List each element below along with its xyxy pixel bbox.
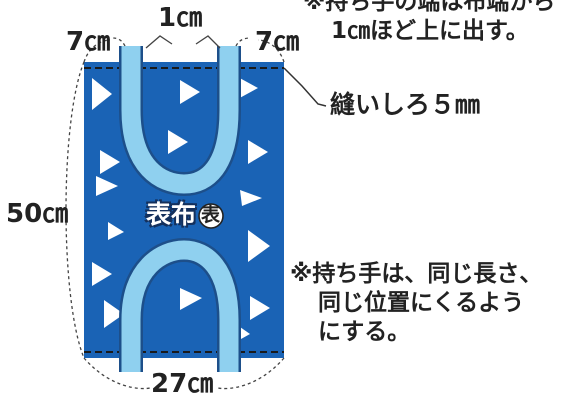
seam-leader [283,67,327,107]
width-label: 27㎝ [151,369,214,399]
pattern-triangle [180,80,200,104]
fabric-label: 表布 [146,200,197,229]
pattern-triangle [250,296,270,320]
note-handle-same-line-2: 同じ位置にくるよう [318,289,525,316]
handle-top [119,46,241,197]
seam-label: 縫いしろ５㎜ [330,90,481,119]
note-handle-same: ※持ち手は、同じ長さ、 同じ位置にくるよう にする。 [290,260,542,346]
pattern-triangle [236,76,258,100]
handle-bottom [119,237,241,372]
pattern-triangle [104,300,124,328]
pattern-triangle [92,78,112,110]
fabric-side-circle [198,203,224,229]
margin-left-label: 7㎝ [66,27,111,57]
pattern-triangle [92,262,112,286]
gap-label: 1㎝ [158,3,203,33]
gap-guide [145,35,221,49]
pattern-triangle [248,140,268,164]
pattern-triangle [100,150,120,174]
height-guide [65,61,85,359]
fabric-side-label: 表 [201,204,221,226]
dimension-guides [65,37,285,390]
note-handle-end-line-1: ※持ち手の端は布端から [303,0,556,15]
pattern-triangle [96,176,118,196]
margin-right-label: 7㎝ [255,27,300,57]
pattern-triangle [240,190,262,206]
note-handle-end-line-2: 1㎝ほど上に出す。 [331,17,529,44]
note-handle-end: ※持ち手の端は布端から 1㎝ほど上に出す。 [303,0,555,46]
note-handle-same-line-3: にする。 [318,318,411,345]
pattern-triangle [108,222,124,240]
height-label: 50㎝ [6,199,69,229]
note-handle-same-line-1: ※持ち手は、同じ長さ、 [290,261,543,287]
pattern-triangle [248,230,270,262]
pattern-triangle [180,288,202,310]
pattern-triangle [168,130,188,154]
